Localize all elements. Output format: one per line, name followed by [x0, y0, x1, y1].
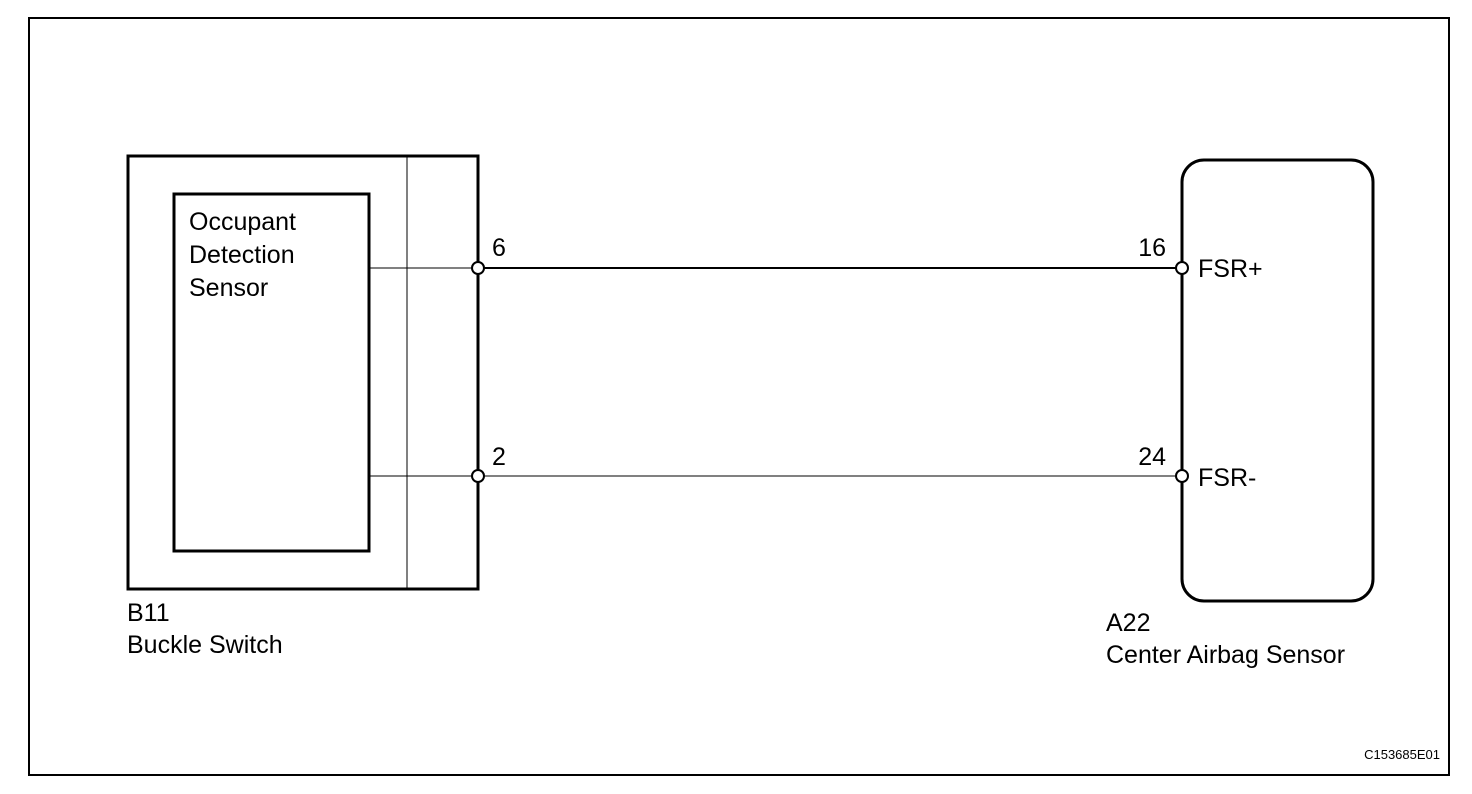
pin-label-2: 2 — [492, 443, 506, 471]
sensor-label-line-2: Detection — [189, 241, 295, 269]
terminal-16 — [1175, 261, 1189, 275]
occupant-detection-sensor-box — [172, 192, 371, 553]
center-airbag-sensor-outline — [1180, 158, 1375, 603]
center-airbag-sensor-code: A22 — [1106, 609, 1150, 637]
buckle-switch-outline — [126, 154, 480, 591]
wire-fsr-plus: 6 16 FSR+ — [369, 234, 1263, 283]
buckle-switch-component: Occupant Detection Sensor — [126, 154, 480, 591]
terminal-2 — [471, 469, 485, 483]
signal-label-fsr-minus: FSR- — [1198, 464, 1256, 492]
pin-label-24: 24 — [1138, 443, 1166, 471]
center-airbag-sensor-component — [1180, 158, 1375, 603]
diagram-frame — [28, 17, 1450, 776]
wire-fsr-minus: 2 24 FSR- — [369, 443, 1256, 492]
sensor-label-line-1: Occupant — [189, 208, 296, 236]
buckle-switch-code: B11 — [127, 599, 170, 627]
signal-label-fsr-plus: FSR+ — [1198, 255, 1263, 283]
center-airbag-sensor-name: Center Airbag Sensor — [1106, 641, 1345, 669]
terminal-24 — [1175, 469, 1189, 483]
terminal-6 — [471, 261, 485, 275]
figure-code: C153685E01 — [1364, 747, 1440, 762]
sensor-label-line-3: Sensor — [189, 274, 268, 302]
pin-label-6: 6 — [492, 234, 506, 262]
pin-label-16: 16 — [1138, 234, 1166, 262]
buckle-switch-name: Buckle Switch — [127, 631, 283, 659]
